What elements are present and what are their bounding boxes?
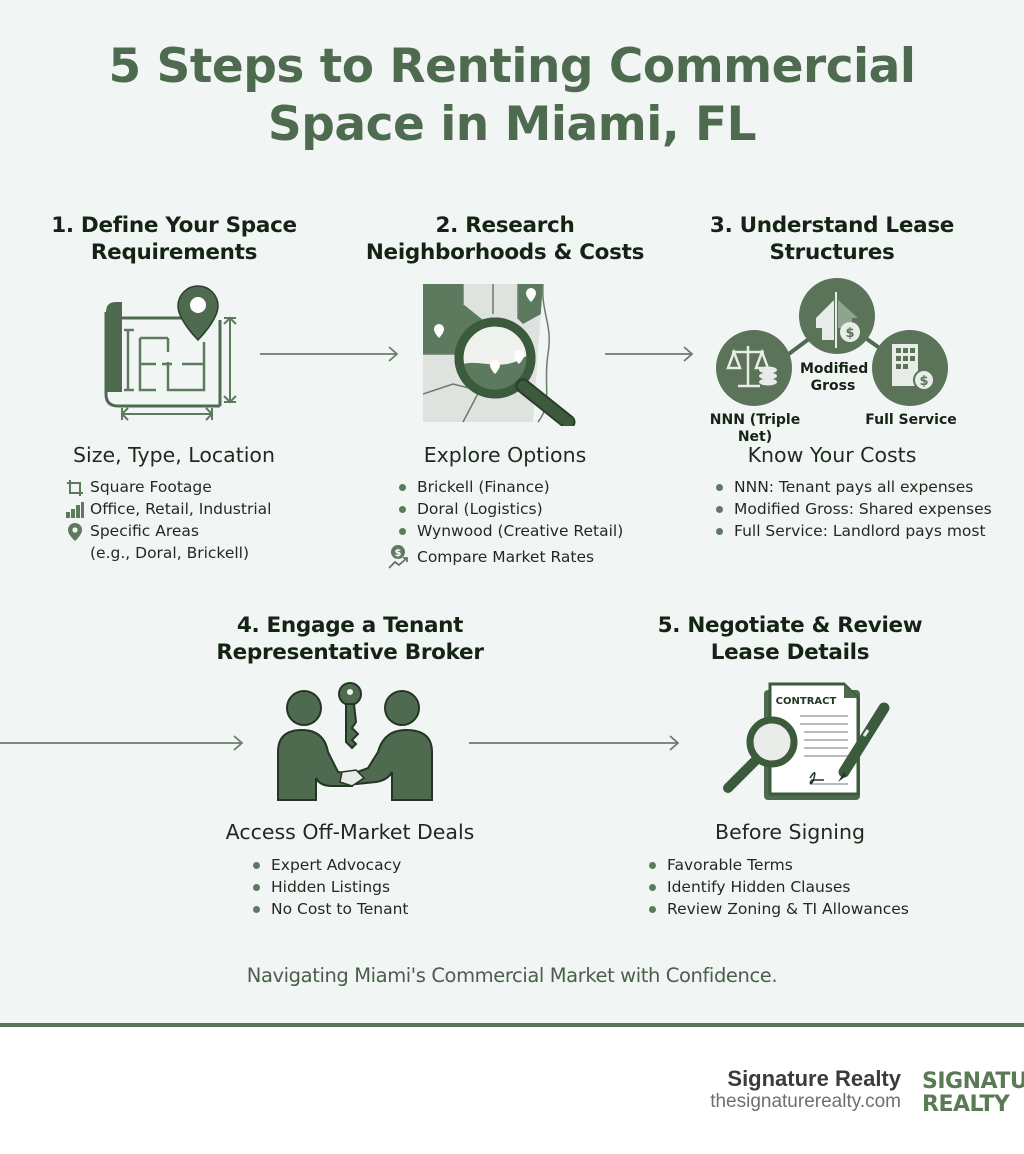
scale-coins-icon [716,330,792,406]
step-5-title-line-1: 5. Negotiate & Review [657,613,923,638]
list-item: Favorable Terms [643,854,909,876]
tagline: Navigating Miami's Commercial Market wit… [246,964,778,987]
list-item-label: (e.g., Doral, Brickell) [90,544,250,562]
arrow-step-2-to-3 [605,344,695,364]
list-item: Square Footage [66,476,271,498]
step-1-title-line-1: 1. Define Your Space [51,213,297,238]
lease-label-full-service: Full Service [865,412,957,428]
step-4-title-line-1: 4. Engage a Tenant [236,613,464,638]
contract-label: CONTRACT [776,696,837,707]
lease-label-nnn: NNN (Triple Net) [709,412,801,445]
step-1-subhead: Size, Type, Location [73,443,275,467]
step-5-title-line-2: Lease Details [710,640,870,665]
step-2-title: 2. Research Neighborhoods & Costs [355,212,655,266]
footer-website-link[interactable]: thesignaturerealty.com [710,1091,901,1112]
map-magnifier-icon [423,284,583,426]
list-item: Wynwood (Creative Retail) [393,520,623,542]
list-item: Specific Areas [66,520,271,542]
step-3-title-line-1: 3. Understand Lease [709,213,955,238]
arrow-step-1-to-2 [260,344,400,364]
lease-label-modified-gross: Modified Gross [800,361,869,395]
step-1-list: Square Footage Office, Retail, Industria… [66,476,271,564]
floor-plan-icon [100,282,245,427]
compare-market-rates-label: Compare Market Rates [417,548,595,566]
step-3-subhead: Know Your Costs [747,443,917,467]
list-item: Full Service: Landlord pays most [710,520,992,542]
dollar-trend-icon: $ [387,544,413,570]
lease-structure-diagram: $ $ [712,278,962,413]
step-3-list: NNN: Tenant pays all expenses Modified G… [710,476,992,542]
step-3-title: 3. Understand Lease Structures [690,212,974,266]
footer-divider [0,1023,1024,1027]
list-item: Brickell (Finance) [393,476,623,498]
step-2-subhead: Explore Options [423,443,587,467]
list-item: Hidden Listings [247,876,408,898]
step-5-title: 5. Negotiate & Review Lease Details [640,612,940,666]
svg-text:$: $ [845,326,854,341]
list-item: Identify Hidden Clauses [643,876,909,898]
step-2-list: Brickell (Finance) Doral (Logistics) Wyn… [393,476,623,542]
list-item: No Cost to Tenant [247,898,408,920]
step-1-title-line-2: Requirements [90,240,258,265]
lease-label-line-2: Gross [810,378,856,394]
step-4-list: Expert Advocacy Hidden Listings No Cost … [247,854,408,920]
list-item: NNN: Tenant pays all expenses [710,476,992,498]
list-item-continued: (e.g., Doral, Brickell) [66,542,271,564]
logo-line-2: REALTY [922,1092,1010,1116]
list-item: Review Zoning & TI Allowances [643,898,909,920]
step-4-title-line-2: Representative Broker [216,640,484,665]
list-item: Office, Retail, Industrial [66,498,271,520]
step-3-title-line-2: Structures [769,240,895,265]
arrow-step-4-to-5 [469,733,681,753]
page-title: 5 Steps to Renting Commercial Space in M… [0,38,1024,154]
list-item-label: Square Footage [90,478,212,496]
title-line-2: Space in Miami, FL [267,97,757,152]
lease-label-line-1: Modified [800,361,869,377]
step-5-subhead: Before Signing [715,820,865,844]
list-item: Modified Gross: Shared expenses [710,498,992,520]
location-pin-icon [66,523,84,541]
step-1-title: 1. Define Your Space Requirements [40,212,308,266]
bar-chart-icon [66,501,84,519]
footer-company-name: Signature Realty [727,1066,901,1091]
step-2-title-line-1: 2. Research [435,213,575,238]
crop-square-footage-icon [66,479,84,497]
arrow-into-step-4 [0,733,245,753]
step-5-list: Favorable Terms Identify Hidden Clauses … [643,854,909,920]
infographic-canvas: 5 Steps to Renting Commercial Space in M… [0,0,1024,1024]
svg-text:$: $ [919,374,928,389]
list-item-label: Office, Retail, Industrial [90,500,272,518]
step-4-title: 4. Engage a Tenant Representative Broker [200,612,500,666]
step-2-title-line-2: Neighborhoods & Costs [365,240,645,265]
compare-market-rates: $ Compare Market Rates [387,544,595,570]
list-item-label: Specific Areas [90,522,199,540]
step-4-subhead: Access Off-Market Deals [225,820,475,844]
list-item: Expert Advocacy [247,854,408,876]
svg-text:$: $ [395,548,402,559]
list-item: Doral (Logistics) [393,498,623,520]
contract-magnifier-pen-icon: CONTRACT [720,680,892,804]
handshake-key-icon [272,682,438,804]
title-line-1: 5 Steps to Renting Commercial [108,39,916,94]
